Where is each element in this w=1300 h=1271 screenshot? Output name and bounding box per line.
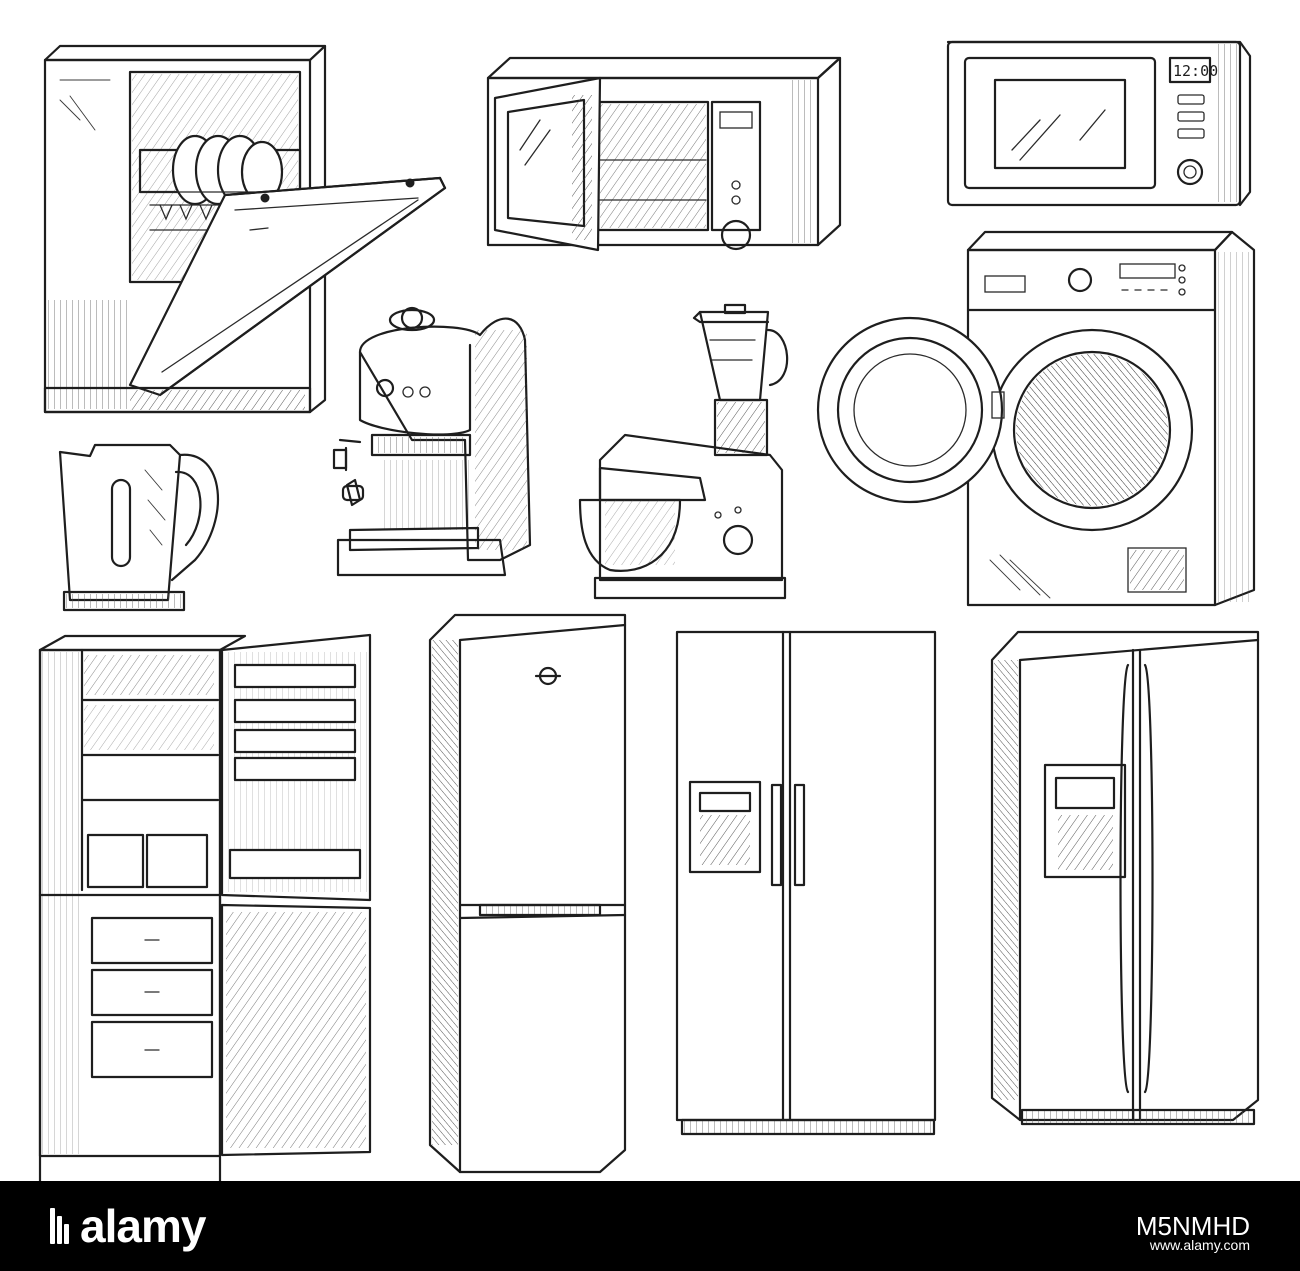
washer-door (816, 316, 1005, 504)
washing-machine (816, 230, 1256, 607)
footer-bar: alamy M5NMHD www.alamy.com (0, 1181, 1300, 1271)
coffee-machine (332, 306, 532, 577)
image-id: M5NMHD (1135, 1211, 1250, 1241)
fridge-side-by-side-b (990, 630, 1260, 1126)
food-processor (578, 303, 789, 600)
dish-rack (138, 134, 302, 231)
site-url[interactable]: www.alamy.com (1149, 1237, 1250, 1253)
microwave-closed: 12:00 (946, 40, 1252, 207)
dishwasher-open-door (128, 176, 447, 397)
fridge-lower-door (220, 903, 372, 1157)
dishwasher (43, 44, 447, 414)
fridge-side-by-side-a (675, 630, 937, 1136)
logo-text: alamy (80, 1200, 206, 1252)
fridge-tall (428, 613, 627, 1174)
fridge-open (38, 633, 372, 1181)
microwave-open (486, 56, 842, 252)
logo-mark-icon (50, 1208, 70, 1244)
fridge-upper-door (220, 633, 372, 902)
sketch-canvas: 12:00 (38, 40, 1260, 1181)
microwave-clock-text: 12:00 (1173, 62, 1218, 80)
alamy-logo[interactable]: alamy (50, 1200, 206, 1252)
kettle (58, 443, 219, 612)
microwave-door (493, 76, 602, 252)
